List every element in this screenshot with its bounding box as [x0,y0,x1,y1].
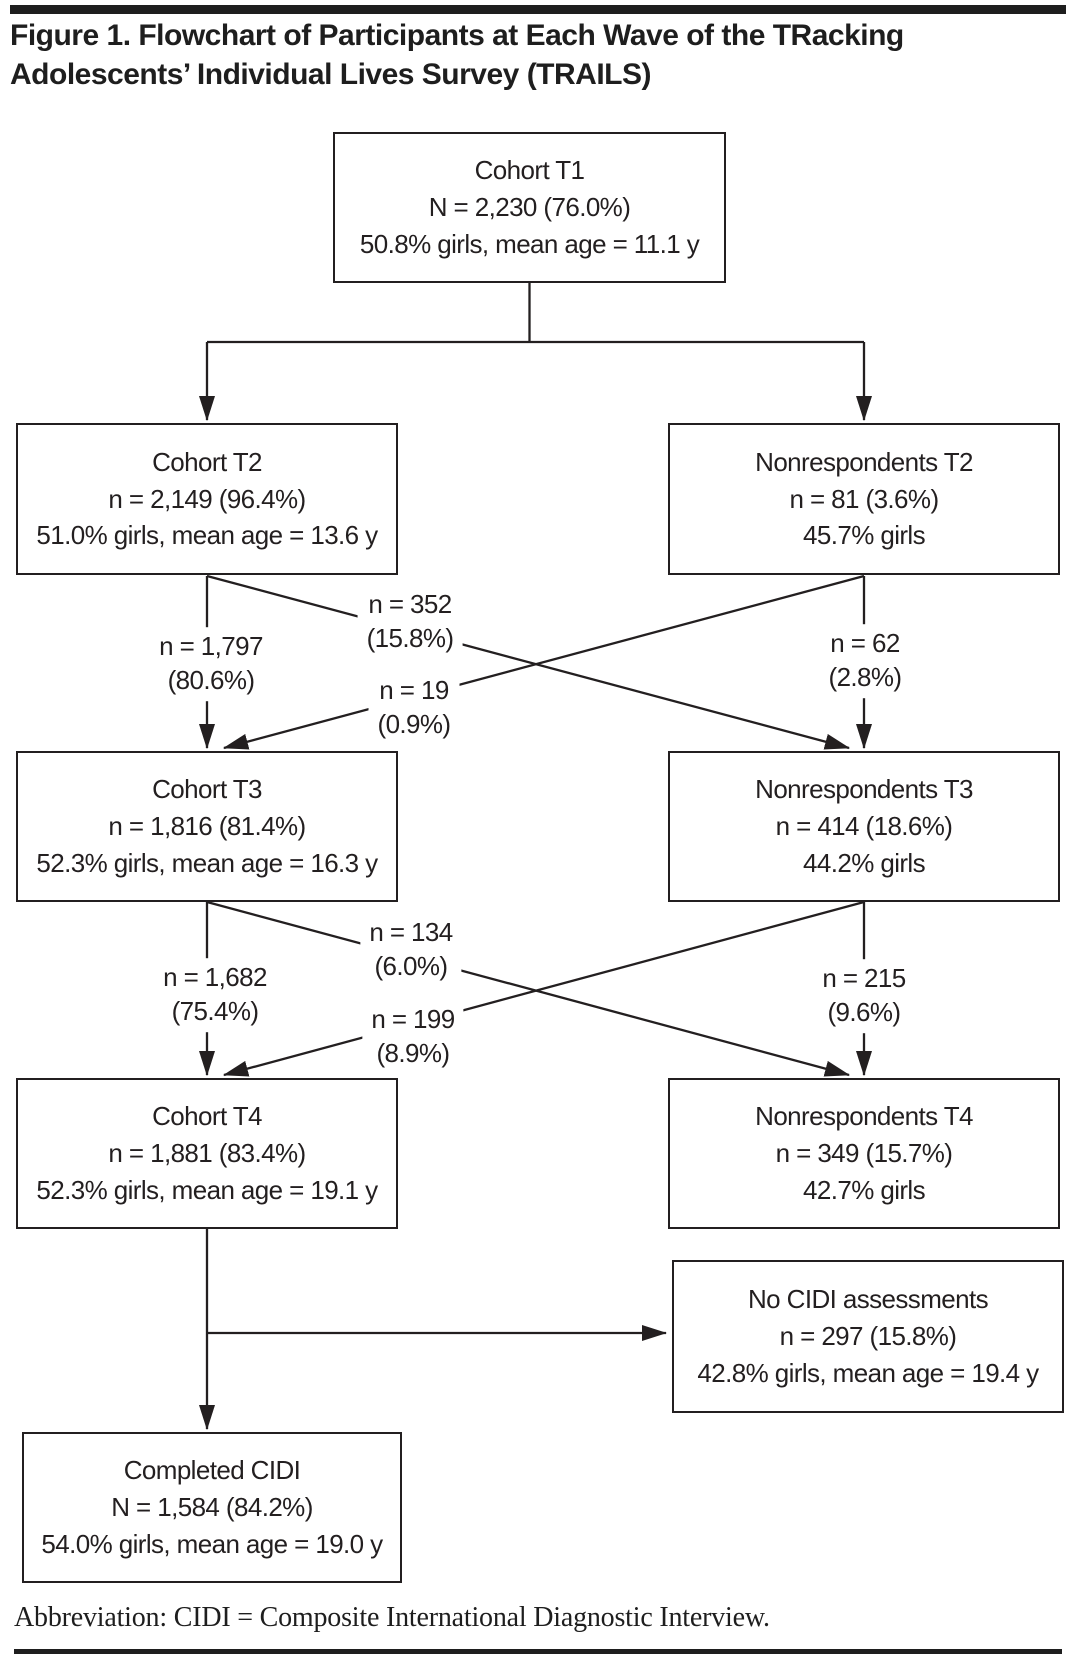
edge-nonresp-t2-to-cohort-t3 [222,574,865,750]
node-nonrespondents-t2: Nonrespondents T2 n = 81 (3.6%) 45.7% gi… [668,423,1060,575]
node-cohort-t1-demographics: 50.8% girls, mean age = 11.1 y [359,228,700,259]
edge-cohort-t2-to-nonresp-t3 [206,574,851,750]
node-cohort-t4-title: Cohort T4 [152,1101,262,1132]
edge-label-t3-nonresp-continue-n: n = 215 [822,963,906,994]
node-nonrespondents-t4-demographics: 42.7% girls [802,1174,926,1205]
edge-label-t3-nonresp-return-n: n = 199 [371,1004,455,1035]
node-nonrespondents-t3-title: Nonrespondents T3 [755,774,973,805]
edge-label-t2-cohort-dropout-n: n = 352 [368,589,452,620]
edge-label-t3-cohort-dropout-n: n = 134 [369,917,453,948]
node-nonrespondents-t2-demographics: 45.7% girls [802,520,926,551]
node-cohort-t2-title: Cohort T2 [152,446,262,477]
edge-label-t3-cohort-dropout-pct: (6.0%) [374,951,449,981]
edge-label-t2-cohort-continue-n: n = 1,797 [159,631,263,662]
top-rule [10,5,1066,14]
edge-label-t3-nonresp-return-pct: (8.9%) [376,1038,451,1068]
node-cohort-t3: Cohort T3 n = 1,816 (81.4%) 52.3% girls,… [16,751,398,902]
node-nonrespondents-t3: Nonrespondents T3 n = 414 (18.6%) 44.2% … [668,751,1060,902]
node-nonrespondents-t3-demographics: 44.2% girls [802,847,926,878]
edge-cohort-t3-to-nonresp-t4 [206,900,851,1077]
edge-label-t3-cohort-dropout: n = 134 (6.0%) [360,913,462,987]
node-completed-cidi-demographics: 54.0% girls, mean age = 19.0 y [41,1528,383,1559]
node-nonrespondents-t3-n: n = 414 (18.6%) [775,811,953,842]
figure-title: Figure 1. Flowchart of Participants at E… [10,16,1070,94]
node-completed-cidi-n: N = 1,584 (84.2%) [111,1492,313,1523]
node-no-cidi-title: No CIDI assessments [747,1284,989,1315]
node-cohort-t3-demographics: 52.3% girls, mean age = 16.3 y [36,847,378,878]
node-nonrespondents-t4: Nonrespondents T4 n = 349 (15.7%) 42.7% … [668,1078,1060,1229]
node-cohort-t2-n: n = 2,149 (96.4%) [108,483,306,514]
figure-title-line2: Adolescents’ Individual Lives Survey (TR… [10,58,652,91]
node-cohort-t4: Cohort T4 n = 1,881 (83.4%) 52.3% girls,… [16,1078,398,1229]
node-no-cidi-demographics: 42.8% girls, mean age = 19.4 y [697,1357,1039,1388]
edge-label-t2-cohort-dropout-pct: (15.8%) [366,623,454,653]
node-cohort-t2-demographics: 51.0% girls, mean age = 13.6 y [36,520,378,551]
edge-label-t2-nonresp-return-n: n = 19 [379,675,449,706]
node-nonrespondents-t2-n: n = 81 (3.6%) [789,483,939,514]
edge-label-t3-cohort-continue: n = 1,682 (75.4%) [154,958,276,1032]
node-nonrespondents-t4-n: n = 349 (15.7%) [775,1138,953,1169]
edge-label-t3-cohort-continue-pct: (75.4%) [171,996,259,1026]
node-cohort-t1-title: Cohort T1 [474,155,585,186]
node-completed-cidi: Completed CIDI N = 1,584 (84.2%) 54.0% g… [22,1432,402,1583]
edge-label-t3-cohort-continue-n: n = 1,682 [163,962,267,993]
edge-label-t3-nonresp-continue-pct: (9.6%) [827,997,902,1027]
node-cohort-t1-n: N = 2,230 (76.0%) [428,192,631,223]
edge-label-t2-cohort-continue-pct: (80.6%) [167,665,255,695]
node-cohort-t2: Cohort T2 n = 2,149 (96.4%) 51.0% girls,… [16,423,398,575]
node-cohort-t4-n: n = 1,881 (83.4%) [108,1138,306,1169]
figure-title-line1: Figure 1. Flowchart of Participants at E… [10,19,904,52]
edge-label-t2-nonresp-return-pct: (0.9%) [377,709,452,739]
node-nonrespondents-t4-title: Nonrespondents T4 [755,1101,973,1132]
edge-label-t3-nonresp-continue: n = 215 (9.6%) [813,959,915,1033]
node-no-cidi-n: n = 297 (15.8%) [779,1321,957,1352]
node-cohort-t3-title: Cohort T3 [152,774,262,805]
node-completed-cidi-title: Completed CIDI [123,1455,301,1486]
node-no-cidi-assessments: No CIDI assessments n = 297 (15.8%) 42.8… [672,1260,1064,1413]
edge-label-t2-nonresp-continue-pct: (2.8%) [828,662,903,692]
edge-label-t2-nonresp-continue-n: n = 62 [830,628,900,659]
edge-label-t2-nonresp-continue: n = 62 (2.8%) [819,624,911,698]
edge-label-t2-cohort-continue: n = 1,797 (80.6%) [150,627,272,701]
edge-nonresp-t3-to-cohort-t4 [222,900,865,1077]
bottom-rule [14,1649,1062,1654]
node-cohort-t4-demographics: 52.3% girls, mean age = 19.1 y [36,1174,378,1205]
edge-label-t3-nonresp-return: n = 199 (8.9%) [362,1000,464,1074]
node-nonrespondents-t2-title: Nonrespondents T2 [755,446,973,477]
edge-label-t2-cohort-dropout: n = 352 (15.8%) [357,585,463,659]
node-cohort-t1: Cohort T1 N = 2,230 (76.0%) 50.8% girls,… [333,132,726,283]
abbreviation-footnote: Abbreviation: CIDI = Composite Internati… [14,1602,770,1633]
node-cohort-t3-n: n = 1,816 (81.4%) [108,811,306,842]
edge-label-t2-nonresp-return: n = 19 (0.9%) [368,671,460,745]
